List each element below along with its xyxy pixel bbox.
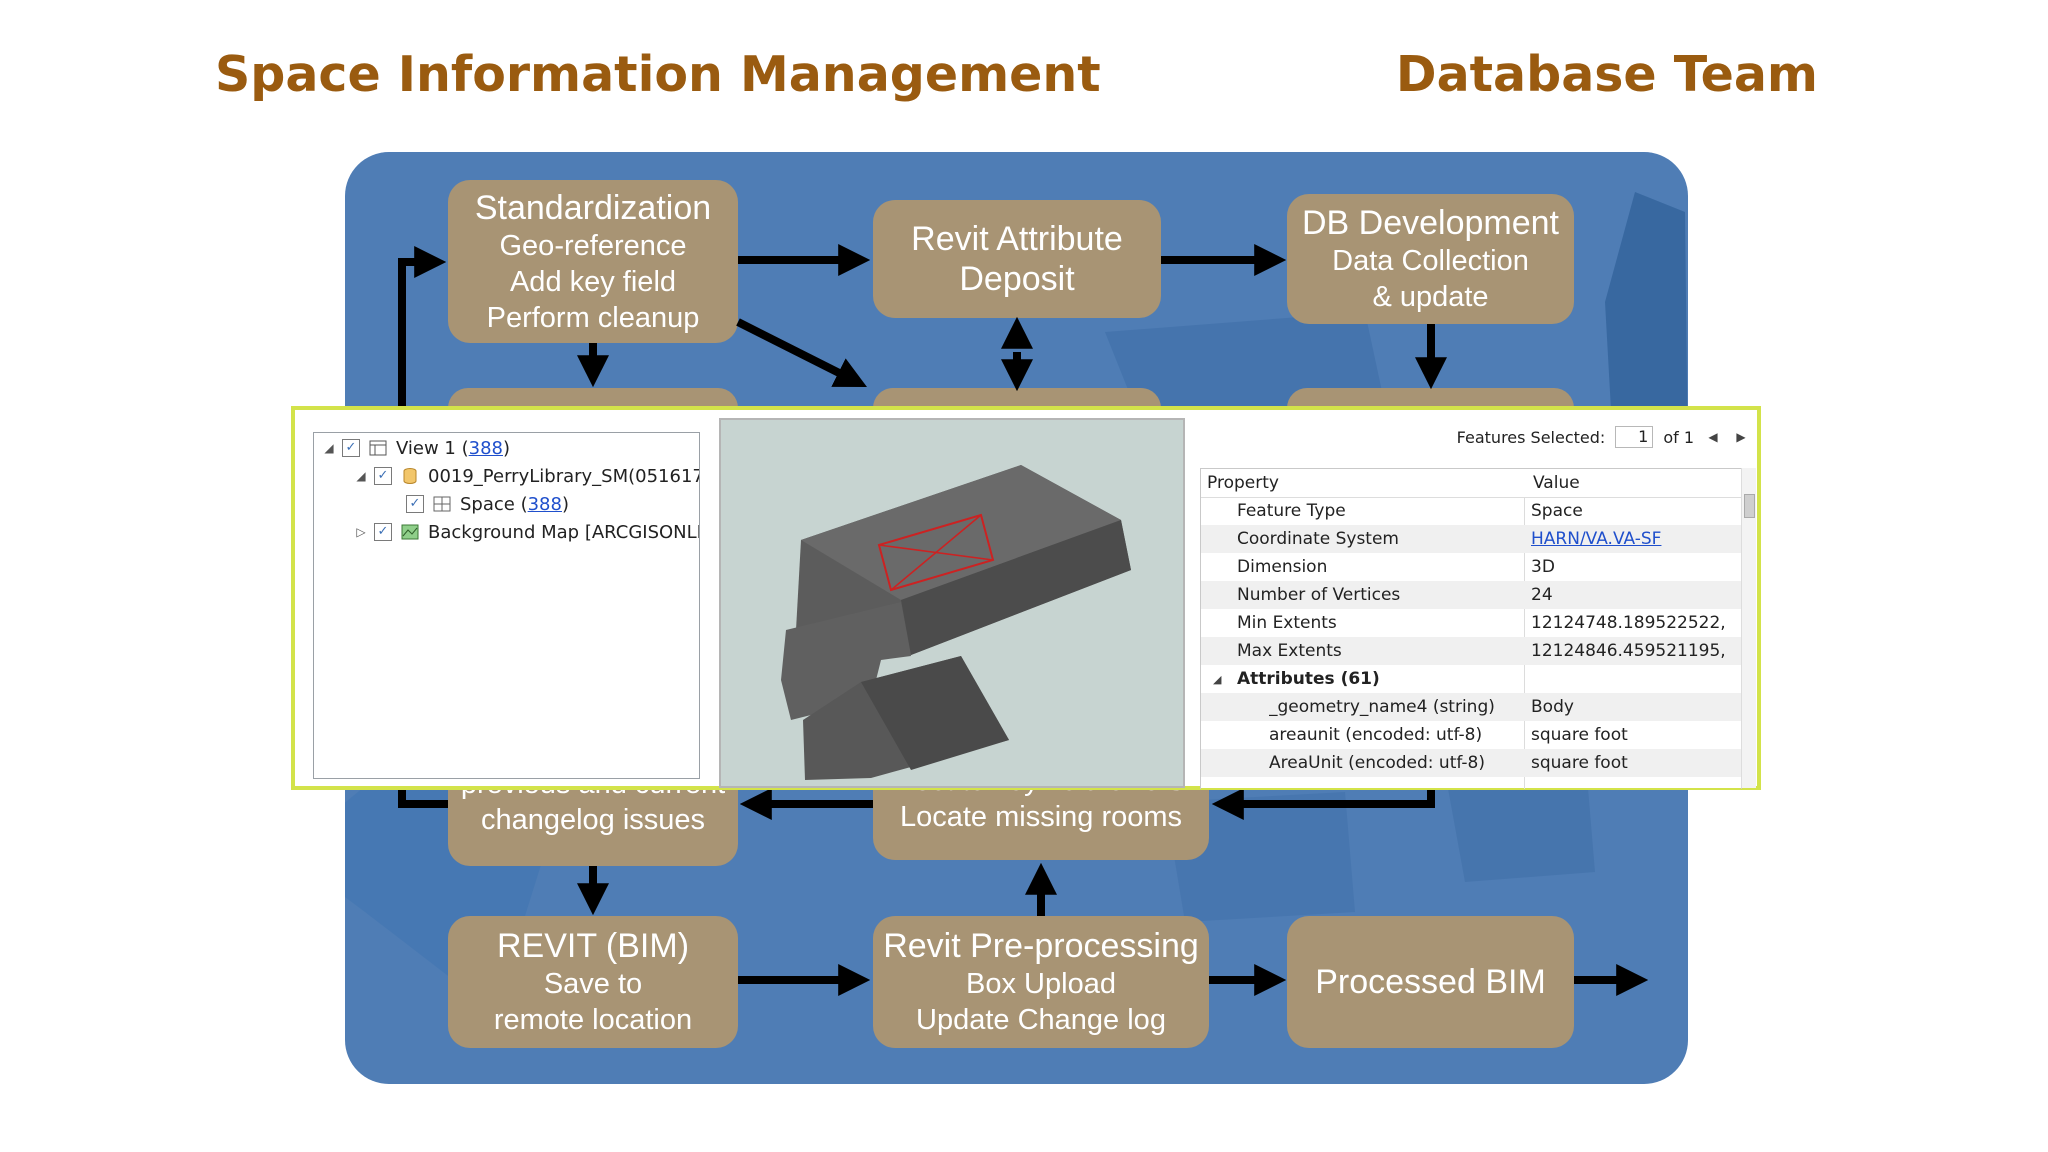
- table-row[interactable]: AreaUnit (encoded: utf-8) square foot: [1201, 749, 1741, 777]
- page-title-left: Space Information Management: [215, 46, 1101, 103]
- scrollbar-thumb[interactable]: [1744, 494, 1755, 518]
- row-value: Space: [1531, 501, 1583, 521]
- view-close: ): [503, 437, 511, 459]
- table-row[interactable]: Dimension 3D: [1201, 553, 1741, 581]
- background-label: Background Map [ARCGISONLINE]: [428, 521, 699, 543]
- column-divider: [1524, 469, 1525, 789]
- building-3d-model: [781, 465, 1131, 780]
- features-selected-input[interactable]: 1: [1615, 426, 1654, 448]
- changelog-line-2: changelog issues: [480, 804, 706, 836]
- background-checkbox[interactable]: ✓: [374, 523, 392, 541]
- collapse-icon[interactable]: ◢: [356, 469, 366, 483]
- revit-attribute-line-2: Deposit: [959, 260, 1075, 298]
- standardization-box: Standardization Geo-reference Add key fi…: [448, 180, 738, 343]
- db-development-box: DB Development Data Collection & update: [1287, 194, 1574, 324]
- previous-feature-icon[interactable]: ◀: [1708, 430, 1718, 444]
- revit-attribute-line-1: Revit Attribute: [911, 220, 1123, 258]
- feature-information-panel: Features Selected: 1 of 1 ◀ ▶ Property V…: [1200, 416, 1756, 789]
- table-row[interactable]: _geometry_name4 (string) Body: [1201, 693, 1741, 721]
- table-icon: [368, 439, 388, 457]
- table-row[interactable]: Min Extents 12124748.189522522, ...: [1201, 609, 1741, 637]
- collapse-icon[interactable]: ◢: [1213, 672, 1222, 686]
- tree-row-background[interactable]: ▷ ✓ Background Map [ARCGISONLINE]: [354, 519, 699, 545]
- row-key: AreaUnit (encoded: utf-8): [1269, 753, 1485, 773]
- space-count-link[interactable]: 388: [527, 493, 562, 515]
- dataset-checkbox[interactable]: ✓: [374, 467, 392, 485]
- revit-bim-line-1: Save to: [543, 968, 643, 1000]
- db-development-line-2: & update: [1372, 281, 1489, 313]
- view-count-link[interactable]: 388: [468, 437, 503, 459]
- coordinate-system-link[interactable]: HARN/VA.VA-SF: [1531, 529, 1662, 549]
- revit-preprocessing-box: Revit Pre-processing Box Upload Update C…: [873, 916, 1209, 1048]
- next-feature-icon[interactable]: ▶: [1736, 430, 1746, 444]
- row-value: 12124846.459521195, ...: [1531, 641, 1731, 661]
- processed-bim-box: Processed BIM: [1287, 916, 1574, 1048]
- row-key: Dimension: [1237, 557, 1328, 577]
- db-development-line-1: Data Collection: [1332, 245, 1529, 277]
- tree-row-dataset[interactable]: ◢ ✓ 0019_PerryLibrary_SM(051617): [354, 463, 700, 489]
- table-row[interactable]: areaunit (encoded: utf-8) square foot: [1201, 721, 1741, 749]
- row-value: 24: [1531, 585, 1553, 605]
- expand-icon[interactable]: ▷: [356, 525, 366, 539]
- revit-bim-title: REVIT (BIM): [496, 927, 690, 965]
- row-key: _geometry_name4 (string): [1269, 697, 1495, 717]
- standardization-line-2: Add key field: [509, 265, 677, 298]
- header-value[interactable]: Value: [1533, 473, 1580, 493]
- row-key: Number of Vertices: [1237, 585, 1401, 605]
- preprocessing-line-2: Update Change log: [916, 1004, 1166, 1036]
- row-key: Max Extents: [1237, 641, 1342, 661]
- preprocessing-line-1: Box Upload: [966, 968, 1116, 1000]
- layer-tree-panel: ◢ ✓ View 1 (388) ◢ ✓ 0019_PerryLibrary_S…: [313, 432, 700, 779]
- table-row[interactable]: Feature Type Space: [1201, 497, 1741, 525]
- revit-attribute-deposit-box: Revit Attribute Deposit: [873, 200, 1161, 318]
- dataset-label: 0019_PerryLibrary_SM(051617): [428, 465, 700, 487]
- features-selected-bar: Features Selected: 1 of 1 ◀ ▶: [1457, 422, 1750, 452]
- attributes-group-label: Attributes (61): [1237, 669, 1380, 689]
- preprocessing-title: Revit Pre-processing: [883, 927, 1199, 965]
- properties-table: Property Value Feature Type Space Coordi…: [1200, 468, 1742, 789]
- tree-row-view[interactable]: ◢ ✓ View 1 (388): [322, 435, 510, 461]
- standardization-title: Standardization: [474, 188, 712, 227]
- row-value: 12124748.189522522, ...: [1531, 613, 1731, 633]
- view-checkbox[interactable]: ✓: [342, 439, 360, 457]
- standardization-line-1: Geo-reference: [499, 229, 687, 262]
- locate-errors-line-2: Locate missing rooms: [899, 801, 1183, 833]
- table-row[interactable]: Number of Vertices 24: [1201, 581, 1741, 609]
- table-row[interactable]: Coordinate System HARN/VA.VA-SF: [1201, 525, 1741, 553]
- collapse-icon[interactable]: ◢: [324, 441, 334, 455]
- revit-bim-line-2: remote location: [493, 1004, 693, 1036]
- row-key: Feature Type: [1237, 501, 1346, 521]
- space-close: ): [561, 493, 569, 515]
- row-value: Body: [1531, 697, 1574, 717]
- features-selected-label: Features Selected:: [1456, 427, 1606, 447]
- row-value: square foot: [1531, 725, 1628, 745]
- 3d-viewer[interactable]: [719, 418, 1185, 788]
- row-key: Min Extents: [1237, 613, 1337, 633]
- page-title-right: Database Team: [1395, 46, 1818, 103]
- attributes-group-row[interactable]: ◢ Attributes (61): [1201, 665, 1741, 693]
- row-value: 3D: [1531, 557, 1555, 577]
- table-header: Property Value: [1201, 469, 1741, 498]
- row-key: Coordinate System: [1237, 529, 1399, 549]
- features-total: of 1: [1663, 427, 1694, 447]
- revit-bim-box: REVIT (BIM) Save to remote location: [448, 916, 738, 1048]
- view-label: View 1 (: [396, 437, 469, 459]
- space-label: Space (: [460, 493, 528, 515]
- space-checkbox[interactable]: ✓: [406, 495, 424, 513]
- processed-bim-title: Processed BIM: [1315, 963, 1546, 1001]
- db-development-title: DB Development: [1301, 204, 1559, 242]
- header-property[interactable]: Property: [1207, 473, 1279, 493]
- fme-inspector-window: ◢ ✓ View 1 (388) ◢ ✓ 0019_PerryLibrary_S…: [291, 406, 1761, 790]
- standardization-line-3: Perform cleanup: [486, 301, 700, 334]
- map-icon: [400, 523, 420, 541]
- table-row[interactable]: Max Extents 12124846.459521195, ...: [1201, 637, 1741, 665]
- tree-row-space[interactable]: ✓ Space (388): [386, 491, 569, 517]
- properties-scrollbar[interactable]: [1741, 468, 1756, 788]
- database-icon: [400, 467, 420, 485]
- row-key: areaunit (encoded: utf-8): [1269, 725, 1483, 745]
- row-value: square foot: [1531, 753, 1628, 773]
- grid-icon: [432, 495, 452, 513]
